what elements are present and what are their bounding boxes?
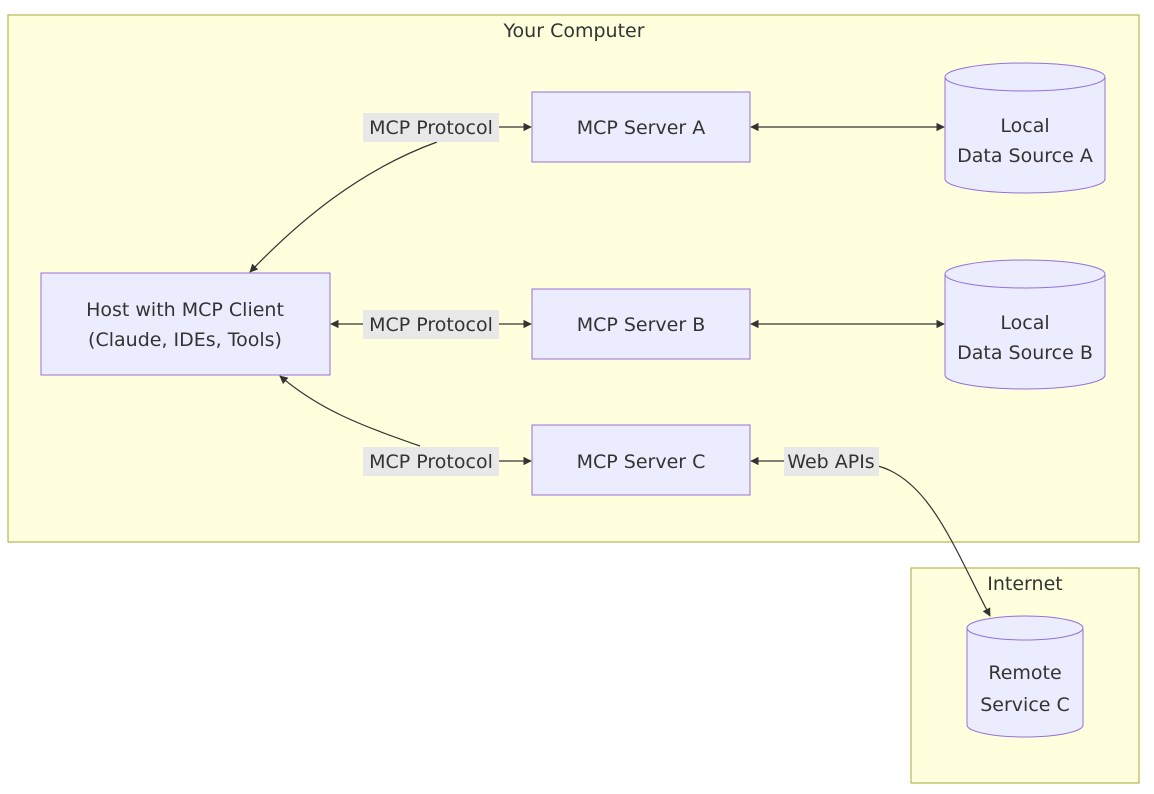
node-remote-label-line2: Service C (980, 694, 1070, 716)
cluster-internet: Internet (910, 567, 1140, 784)
edge-host-to-server-a (249, 141, 438, 273)
cluster-your-computer-label: Your Computer (502, 20, 644, 42)
node-mcp-server-a[interactable]: MCP Server A (531, 91, 751, 163)
node-server-c-label: MCP Server C (577, 451, 706, 473)
node-local-data-source-b[interactable]: Local Data Source B (944, 259, 1106, 390)
node-server-b-label: MCP Server B (577, 314, 706, 336)
node-data-b-label-line2: Data Source B (957, 342, 1093, 364)
node-local-data-source-a[interactable]: Local Data Source A (944, 62, 1106, 194)
edge-label-web-apis-text: Web APIs (787, 451, 874, 473)
node-mcp-server-b[interactable]: MCP Server B (531, 288, 751, 360)
edge-host-to-server-c (279, 375, 421, 447)
node-host-label-line1: Host with MCP Client (86, 299, 284, 321)
edge-label-protocol-a-text: MCP Protocol (369, 117, 493, 139)
node-data-a-label-line1: Local (1000, 115, 1049, 137)
node-mcp-server-c[interactable]: MCP Server C (531, 424, 751, 496)
edge-label-protocol-a: MCP Protocol (363, 113, 499, 142)
node-data-b-label-line1: Local (1000, 312, 1049, 334)
edge-label-protocol-b: MCP Protocol (363, 310, 499, 339)
node-host-label-line2: (Claude, IDEs, Tools) (88, 329, 282, 351)
edge-label-protocol-c: MCP Protocol (363, 447, 499, 476)
node-server-a-label: MCP Server A (577, 117, 706, 139)
edge-label-protocol-b-text: MCP Protocol (369, 314, 493, 336)
cluster-internet-label: Internet (987, 573, 1062, 595)
node-host-mcp-client[interactable]: Host with MCP Client (Claude, IDEs, Tool… (40, 272, 331, 376)
edge-label-protocol-c-text: MCP Protocol (369, 451, 493, 473)
node-remote-service-c[interactable]: Remote Service C (966, 615, 1084, 738)
node-remote-label-line1: Remote (988, 662, 1061, 684)
edge-label-web-apis: Web APIs (784, 447, 879, 476)
edge-web-apis-to-remote (877, 465, 991, 617)
node-data-a-label-line2: Data Source A (957, 145, 1093, 167)
